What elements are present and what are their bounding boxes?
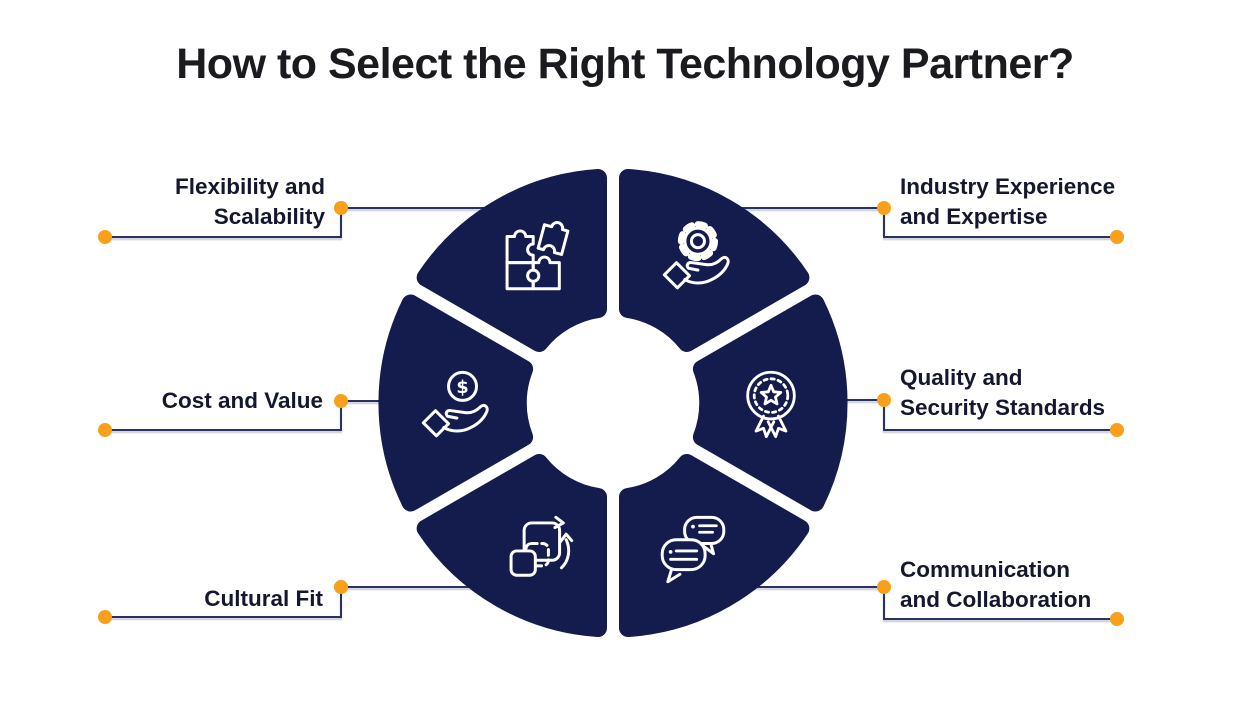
segment-bottom-right [619, 454, 810, 637]
segment-top-right [619, 169, 810, 352]
label-cultural-fit: Cultural Fit [204, 586, 323, 611]
dollar-hand-icon: $ [421, 370, 489, 438]
chat-bubbles-icon [660, 515, 726, 584]
label-industry-experience-and-expertise: Industry Experience and Expertise [900, 174, 1116, 229]
connector-dot [98, 230, 112, 244]
connector-dot [877, 201, 891, 215]
page-title: How to Select the Right Technology Partn… [176, 40, 1074, 88]
connector-dot [98, 423, 112, 437]
connector-dot [1110, 423, 1124, 437]
puzzle-icon [505, 221, 570, 291]
segment-middle-right [692, 294, 848, 512]
connector-communication [730, 580, 1124, 626]
gear-hand-icon [662, 221, 730, 290]
label-quality-and-security-standards: Quality and Security Standards [900, 365, 1106, 420]
connector-industry [730, 201, 1124, 244]
connector-dot [98, 610, 112, 624]
connector-dot [877, 393, 891, 407]
dollar-symbol: $ [456, 378, 468, 398]
label-flexibility-and-scalability: Flexibility and Scalability [174, 174, 325, 229]
connector-dot [877, 580, 891, 594]
segment-bottom-left [416, 454, 607, 637]
connector-dot [334, 394, 348, 408]
label-cost-and-value: Cost and Value [161, 388, 323, 413]
connector-dot [334, 580, 348, 594]
award-ribbon-icon [746, 370, 796, 439]
connector-flexibility [98, 201, 520, 244]
connector-cultural [98, 580, 500, 624]
cycle-arrows-icon [509, 515, 574, 577]
label-communication-and-collaboration: Communication and Collaboration [900, 557, 1092, 612]
connector-dot [1110, 230, 1124, 244]
segment-top-left [416, 169, 607, 352]
connector-dot [1110, 612, 1124, 626]
connector-dot [334, 201, 348, 215]
segment-middle-left [378, 294, 534, 512]
